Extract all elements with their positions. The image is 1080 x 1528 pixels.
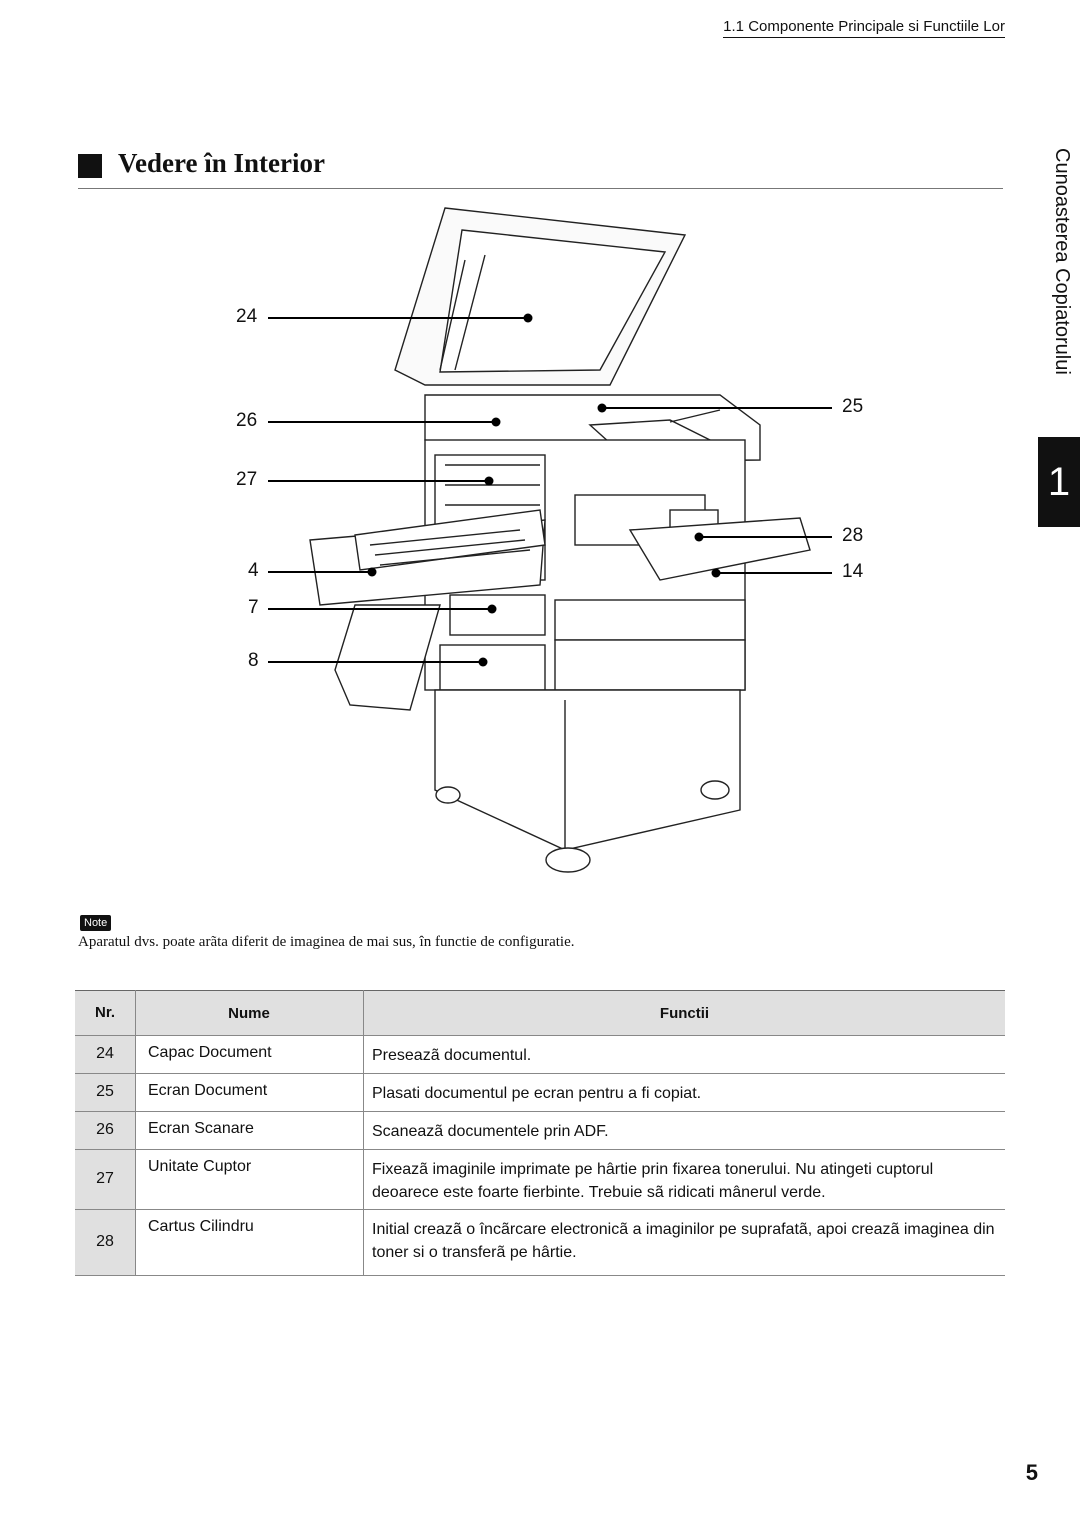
callout-25: 25: [842, 396, 864, 417]
callout-7: 7: [248, 597, 259, 618]
row-nume: Ecran Document: [135, 1073, 364, 1112]
row-nr: 26: [75, 1111, 136, 1150]
row-nume: Cartus Cilindru: [135, 1209, 364, 1276]
row-nr: 28: [75, 1209, 136, 1276]
row-nume: Capac Document: [135, 1035, 364, 1074]
header-nume: Nume: [135, 990, 364, 1036]
header-functii: Functii: [363, 990, 1005, 1036]
copier-illustration-icon: [268, 207, 832, 873]
row-nume: Ecran Scanare: [135, 1111, 364, 1150]
page-number: 5: [1025, 1460, 1038, 1485]
chapter-tab-number: 1: [1047, 459, 1071, 504]
row-nr: 24: [75, 1035, 136, 1074]
section-heading: Vedere în Interior: [78, 148, 1003, 189]
table-row: 26 Ecran Scanare Scaneazã documentele pr…: [75, 1111, 1005, 1150]
row-functii: Scaneazã documentele prin ADF.: [363, 1111, 1005, 1150]
note-badge: Note: [80, 915, 112, 931]
section-title: Vedere în Interior: [118, 148, 325, 178]
callout-14: 14: [842, 561, 864, 582]
table-row: 25 Ecran Document Plasati documentul pe …: [75, 1073, 1005, 1112]
side-tab-label: Cunoasterea Copiatorului: [1050, 148, 1076, 398]
section-marker-icon: [78, 154, 102, 178]
table-header-row: Nr. Nume Functii: [75, 990, 1005, 1036]
callout-27: 27: [236, 469, 258, 490]
header-nr: Nr.: [75, 990, 136, 1036]
table-row: 24 Capac Document Preseazã documentul.: [75, 1035, 1005, 1074]
callout-24: 24: [236, 306, 258, 327]
row-functii: Initial creazã o încãrcare electronicã a…: [363, 1209, 1005, 1276]
copier-diagram: [200, 200, 900, 900]
callout-26: 26: [236, 410, 258, 431]
side-tab-text: Cunoasterea Copiatorului: [1051, 148, 1073, 375]
chapter-header: 1.1 Componente Principale si Functiile L…: [723, 18, 1005, 38]
row-nr: 27: [75, 1149, 136, 1210]
row-functii: Preseazã documentul.: [363, 1035, 1005, 1074]
row-functii: Fixeazã imaginile imprimate pe hârtie pr…: [363, 1149, 1005, 1210]
row-nume: Unitate Cuptor: [135, 1149, 364, 1210]
note-text: Aparatul dvs. poate arãta diferit de ima…: [78, 934, 575, 950]
row-functii: Plasati documentul pe ecran pentru a fi …: [363, 1073, 1005, 1112]
components-table: Nr. Nume Functii 24 Capac Document Prese…: [75, 990, 1005, 1276]
callout-8: 8: [248, 650, 259, 671]
table-row: 27 Unitate Cuptor Fixeazã imaginile impr…: [75, 1149, 1005, 1210]
callout-28: 28: [842, 525, 864, 546]
row-nr: 25: [75, 1073, 136, 1112]
callout-4: 4: [248, 560, 259, 581]
table-row: 28 Cartus Cilindru Initial creazã o încã…: [75, 1209, 1005, 1276]
chapter-tab: 1: [1038, 437, 1080, 527]
